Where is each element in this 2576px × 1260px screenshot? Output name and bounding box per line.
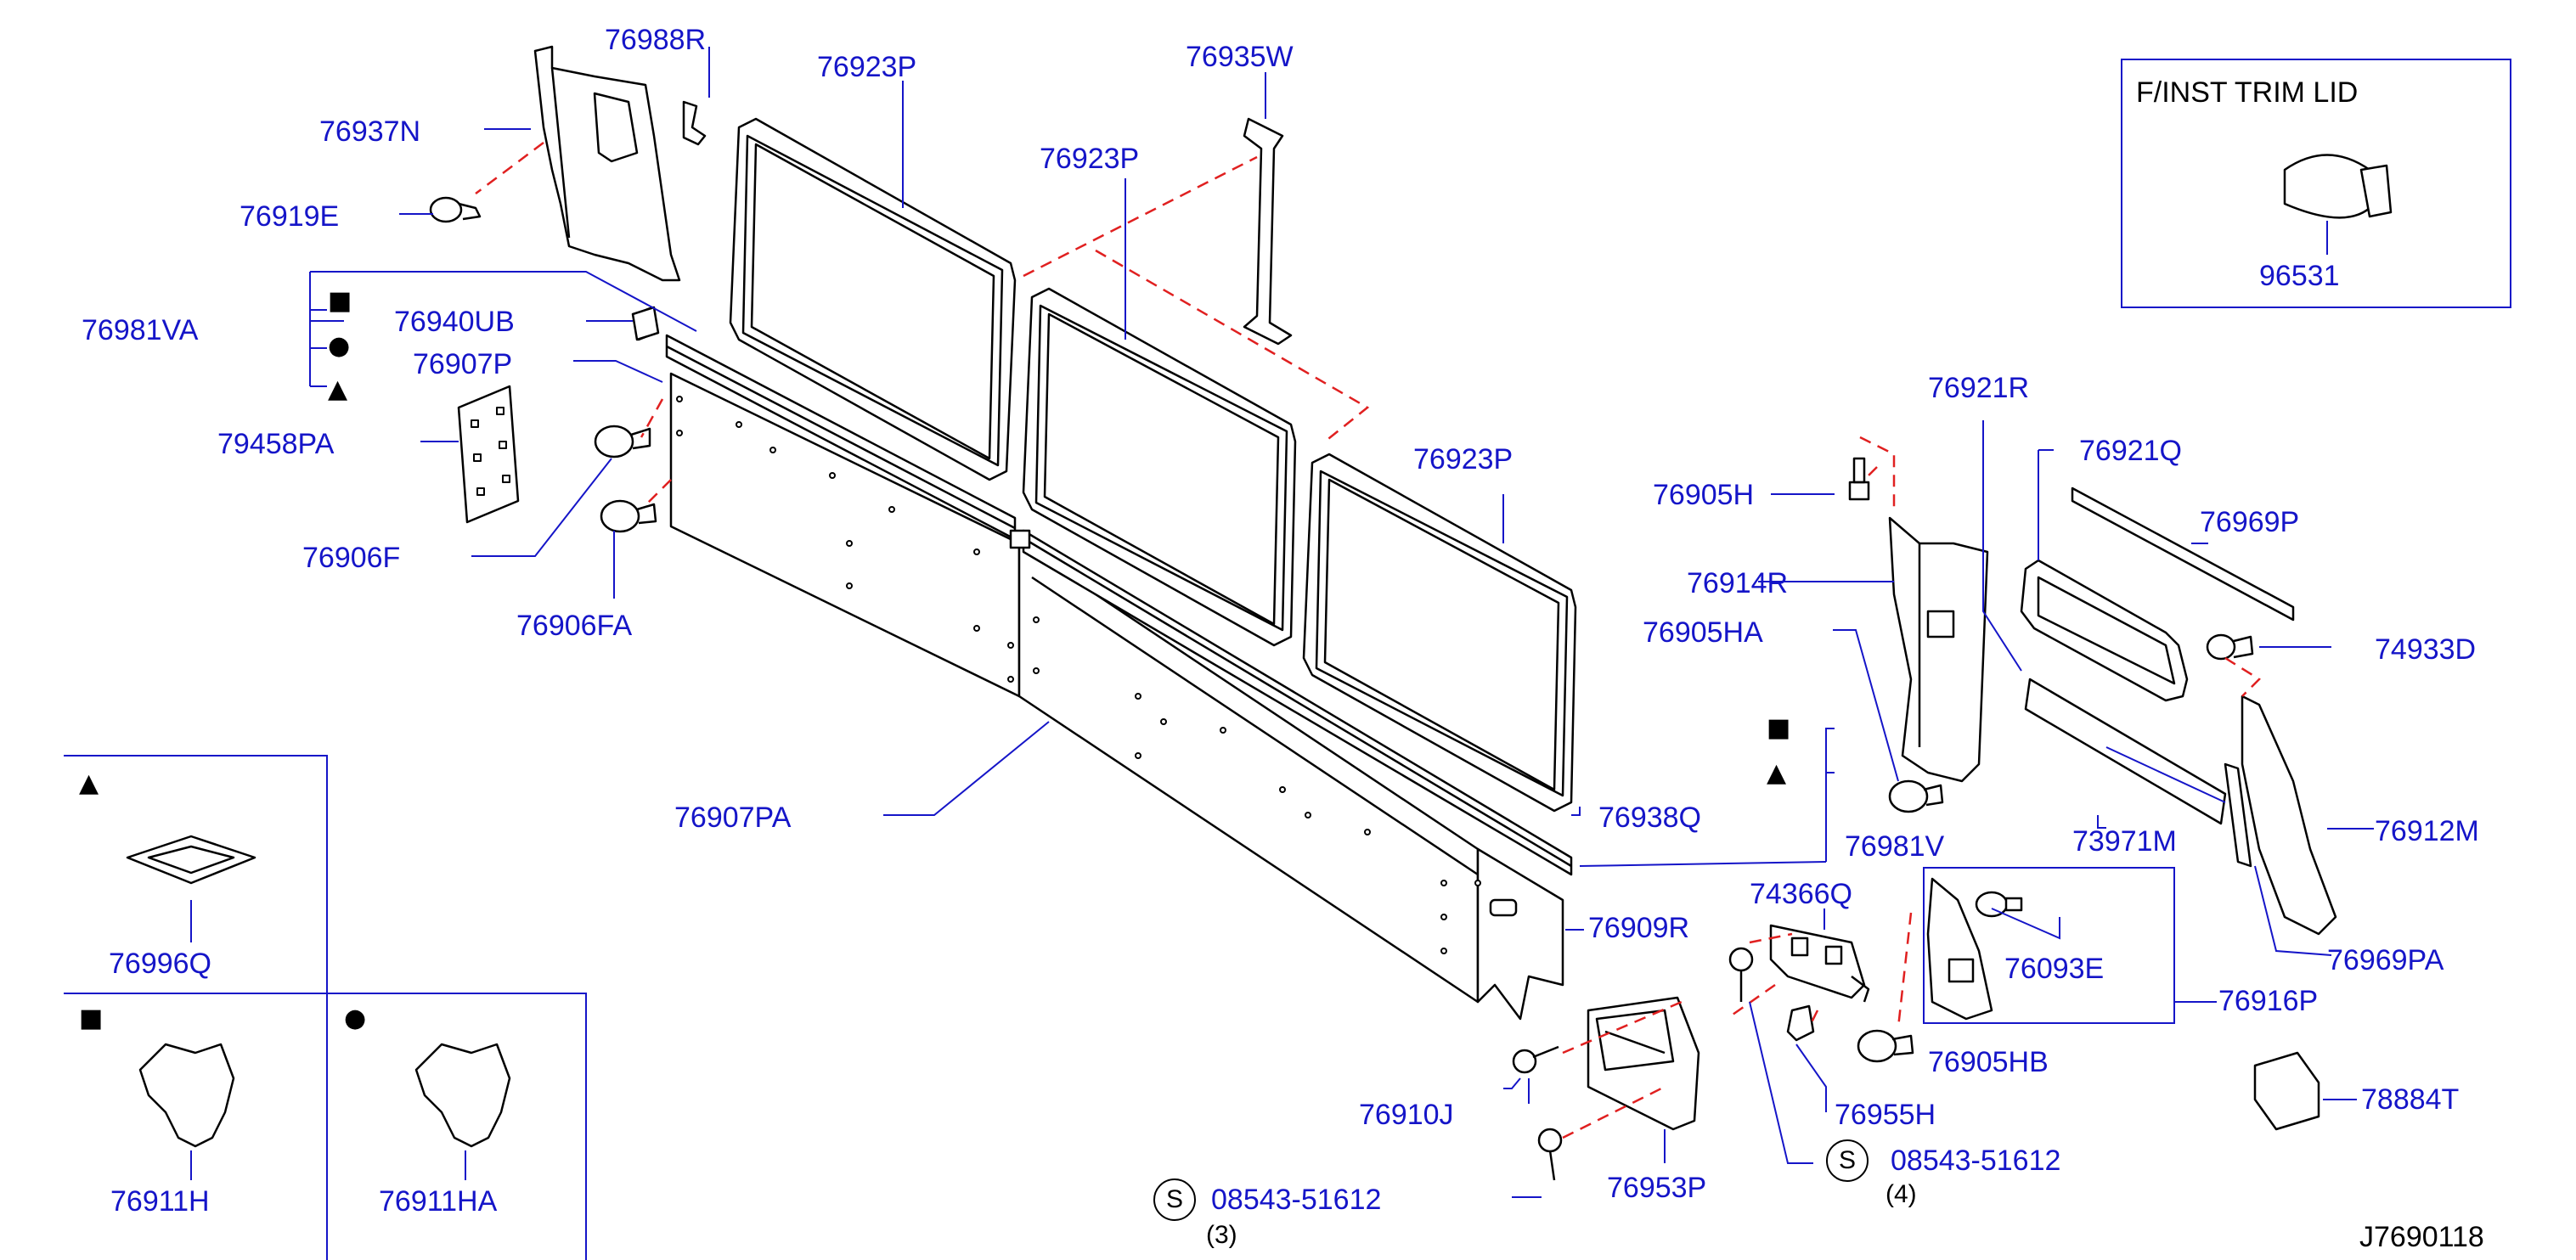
top-rails	[634, 306, 1573, 876]
part-label-73971M: 73971M	[2072, 825, 2177, 858]
screw-qty-a: (3)	[1206, 1221, 1237, 1249]
part-label-76981VA: 76981VA	[82, 314, 199, 346]
part-label-96531: 96531	[2259, 260, 2340, 292]
part-label-76923P-c: 76923P	[1413, 443, 1513, 475]
block-78884T	[2253, 1051, 2320, 1131]
block-76940UB	[631, 306, 660, 341]
part-label-76905H: 76905H	[1653, 479, 1755, 511]
lid-96531	[2283, 154, 2393, 219]
part-label-76910J: 76910J	[1359, 1099, 1454, 1131]
right-pillar-trim	[1888, 516, 1989, 783]
part-label-76912M: 76912M	[2375, 815, 2479, 847]
part-label-76911HA: 76911HA	[379, 1185, 498, 1218]
part-label-79458PA: 79458PA	[217, 428, 335, 460]
part-label-76969PA: 76969PA	[2327, 944, 2444, 976]
part-label-76953P: 76953P	[1607, 1172, 1707, 1204]
part-label-76906F: 76906F	[302, 542, 401, 574]
part-label-78884T: 78884T	[2361, 1083, 2460, 1116]
screw-badge-b: S	[1826, 1139, 1869, 1182]
bolt-76905H	[1848, 457, 1870, 501]
strip-73971M	[2024, 678, 2227, 825]
legend-triangle-symbol-right: ▲	[1767, 758, 1787, 788]
part-label-76938Q: 76938Q	[1598, 802, 1701, 834]
seal-76921Q	[2020, 559, 2189, 702]
legend-circle-symbol: ●	[328, 331, 351, 361]
dashed-links	[475, 142, 2261, 1139]
part-label-76988R: 76988R	[605, 24, 707, 56]
strip-76969P	[2071, 487, 2295, 622]
part-label-76093E: 76093E	[2004, 953, 2105, 985]
screw-part-a: 08543-51612	[1211, 1184, 1382, 1216]
legend-triangle-symbol: ▲	[328, 374, 348, 404]
part-label-76905HA: 76905HA	[1643, 616, 1763, 649]
clip-76905HB	[1857, 1029, 1914, 1063]
legend-square-symbol: ■	[328, 286, 352, 316]
part-label-76981V: 76981V	[1845, 830, 1945, 863]
cap-74933D	[2206, 633, 2254, 661]
strip-76935W	[1243, 117, 1293, 346]
clip-76905HA	[1888, 779, 1944, 813]
clip-76093E	[1975, 891, 2023, 918]
part-label-76923P-a: 76923P	[817, 51, 917, 83]
strip-76969PA	[2224, 762, 2252, 868]
leaders	[190, 47, 2374, 1198]
part-label-76916P: 76916P	[2218, 985, 2319, 1017]
part-label-76969P: 76969P	[2200, 506, 2300, 538]
part-label-76923P-b: 76923P	[1040, 143, 1140, 175]
screw-part-b: 08543-51612	[1891, 1145, 2061, 1177]
part-label-76940UB: 76940UB	[394, 306, 515, 338]
bracket-76916P	[1926, 877, 1993, 1021]
part-label-74933D: 74933D	[2375, 633, 2477, 666]
window-seals	[729, 117, 1577, 813]
part-label-76919E: 76919E	[240, 200, 340, 233]
clip-76906FA	[600, 499, 657, 533]
legend-parts	[126, 835, 511, 1148]
part-label-76906FA: 76906FA	[516, 610, 633, 642]
part-label-76937N: 76937N	[319, 115, 421, 148]
part-label-76907P: 76907P	[413, 348, 513, 380]
left-quarter-trim	[533, 45, 681, 282]
legend-circle-symbol-box: ●	[344, 1004, 367, 1033]
clip-76906F	[594, 425, 651, 458]
inset-title: F/INST TRIM LID	[2136, 76, 2359, 109]
back-panel	[669, 372, 1564, 1021]
part-label-76905HB: 76905HB	[1928, 1046, 2049, 1078]
part-label-76921Q: 76921Q	[2079, 435, 2182, 467]
clip-76919E	[429, 196, 482, 223]
part-label-76911H: 76911H	[110, 1185, 210, 1218]
lock-74366Q	[1769, 924, 1870, 1003]
plate-79458PA	[457, 385, 520, 524]
part-label-76935W: 76935W	[1186, 41, 1294, 73]
bracket-76988R	[682, 100, 707, 146]
hinge-76953P	[1587, 996, 1700, 1131]
part-label-76909R: 76909R	[1588, 912, 1690, 944]
screw-qty-b: (4)	[1885, 1180, 1917, 1208]
frames	[64, 59, 2511, 1260]
trim-76912M	[2241, 695, 2337, 936]
part-label-74366Q: 74366Q	[1750, 878, 1852, 910]
screw-badge-a: S	[1153, 1178, 1196, 1221]
part-label-76921R: 76921R	[1928, 372, 2030, 404]
diagram-id: J7690118	[2359, 1221, 2484, 1253]
part-label-76955H: 76955H	[1835, 1099, 1936, 1131]
part-label-76907PA: 76907PA	[674, 802, 792, 834]
legend-square-symbol-box: ■	[79, 1004, 104, 1033]
legend-square-symbol-right: ■	[1767, 713, 1791, 743]
screws	[1512, 947, 1754, 1181]
cap-76955H	[1786, 1004, 1815, 1042]
part-label-76996Q: 76996Q	[109, 948, 211, 980]
legend-triangle-symbol-box: ▲	[79, 768, 99, 798]
part-label-76914R: 76914R	[1687, 567, 1789, 599]
